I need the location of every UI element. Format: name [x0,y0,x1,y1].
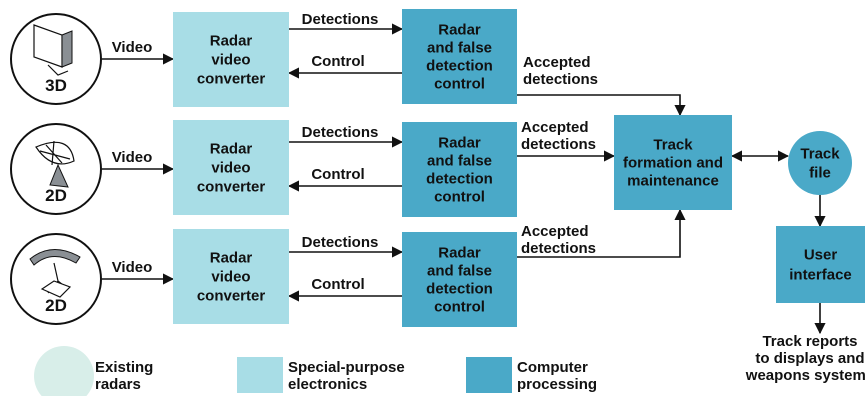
false-detection-control-label-line: Radar [438,244,481,261]
legend-label-line: Special-purpose [288,359,405,376]
radar-antenna-icon [29,249,81,298]
control-label: Control [311,276,364,293]
accepted-detections-label-line: Accepted [523,54,591,71]
false-detection-control-label-line: and false [427,152,492,169]
control-label: Control [311,166,364,183]
radar-type-label: 3D [45,76,67,95]
radar-video-converter-label-line: Radar [210,249,253,266]
radar-video-converter [173,229,289,324]
radar-video-converter-label-line: converter [197,70,266,87]
detections-label: Detections [302,124,379,141]
track-reports-text-line: weapons systems [745,367,865,384]
track-formation-box-label-line: formation and [623,154,723,171]
radar-video-converter-label-line: converter [197,178,266,195]
radar-video-converter-label: Radar video converter [197,249,266,304]
user-interface-box-label: User interface [789,246,852,283]
accepted-detections-label-line: detections [521,136,596,153]
legend-swatch [466,357,512,393]
accepted-detections-label-line: Accepted [521,119,589,136]
radar-video-converter-label: Radar video converter [197,140,266,195]
false-detection-control-label-line: control [434,75,485,92]
legend-label-line: Existing [95,359,153,376]
track-file-node [788,131,852,195]
false-detection-control-label-line: control [434,188,485,205]
radar-type-label: 2D [45,296,67,315]
false-detection-control [402,232,517,327]
accepted-detections-label-line: detections [523,71,598,88]
radar-video-converter-label-line: Radar [210,140,253,157]
accepted-detections-arrow [517,94,686,117]
track-file-label-line: Track [800,145,840,162]
legend-swatch [34,346,94,396]
radar-video-converter-label-line: Radar [210,32,253,49]
false-detection-control-label-line: and false [427,262,492,279]
track-reports-text-line: Track reports [762,333,857,350]
radar-dish-icon [35,140,75,188]
radar-video-converter [173,12,289,107]
legend-label-line: electronics [288,376,367,393]
radar-video-converter [173,120,289,215]
legend-label-line: radars [95,376,141,393]
video-label: Video [112,39,153,56]
radar-3d-icon [33,24,73,76]
false-detection-control-label-line: detection [426,280,493,297]
false-detection-control-label-line: Radar [438,21,481,38]
track-formation-box-label-line: maintenance [627,172,719,189]
false-detection-control-label-line: Radar [438,134,481,151]
user-interface-box [776,226,865,303]
accepted-detections-arrow [517,208,686,258]
radar-type-label: 2D [45,186,67,205]
track-file-label-line: file [809,164,831,181]
legend-swatch [237,357,283,393]
detections-label: Detections [302,234,379,251]
radar-video-converter-label-line: video [211,51,250,68]
radar-video-converter-label: Radar video converter [197,32,266,87]
accepted-detections-label-line: Accepted [521,223,589,240]
false-detection-control-label-line: control [434,298,485,315]
user-interface-box-label-line: User [804,246,838,263]
track-file-label: Track file [800,145,840,181]
false-detection-control-label-line: detection [426,57,493,74]
video-label: Video [112,149,153,166]
video-label: Video [112,259,153,276]
detections-label: Detections [302,11,379,28]
track-formation-box-label-line: Track [653,136,693,153]
control-label: Control [311,53,364,70]
legend-label-line: processing [517,376,597,393]
false-detection-control [402,9,517,104]
radar-video-converter-label-line: converter [197,287,266,304]
false-detection-control-label-line: and false [427,39,492,56]
false-detection-control [402,122,517,217]
legend-label-line: Computer [517,359,588,376]
user-interface-box-label-line: interface [789,266,852,283]
false-detection-control-label-line: detection [426,170,493,187]
radar-video-converter-label-line: video [211,159,250,176]
accepted-detections-label-line: detections [521,240,596,257]
track-reports-text-line: to displays and [755,350,864,367]
radar-video-converter-label-line: video [211,268,250,285]
track-formation-box [614,115,732,210]
